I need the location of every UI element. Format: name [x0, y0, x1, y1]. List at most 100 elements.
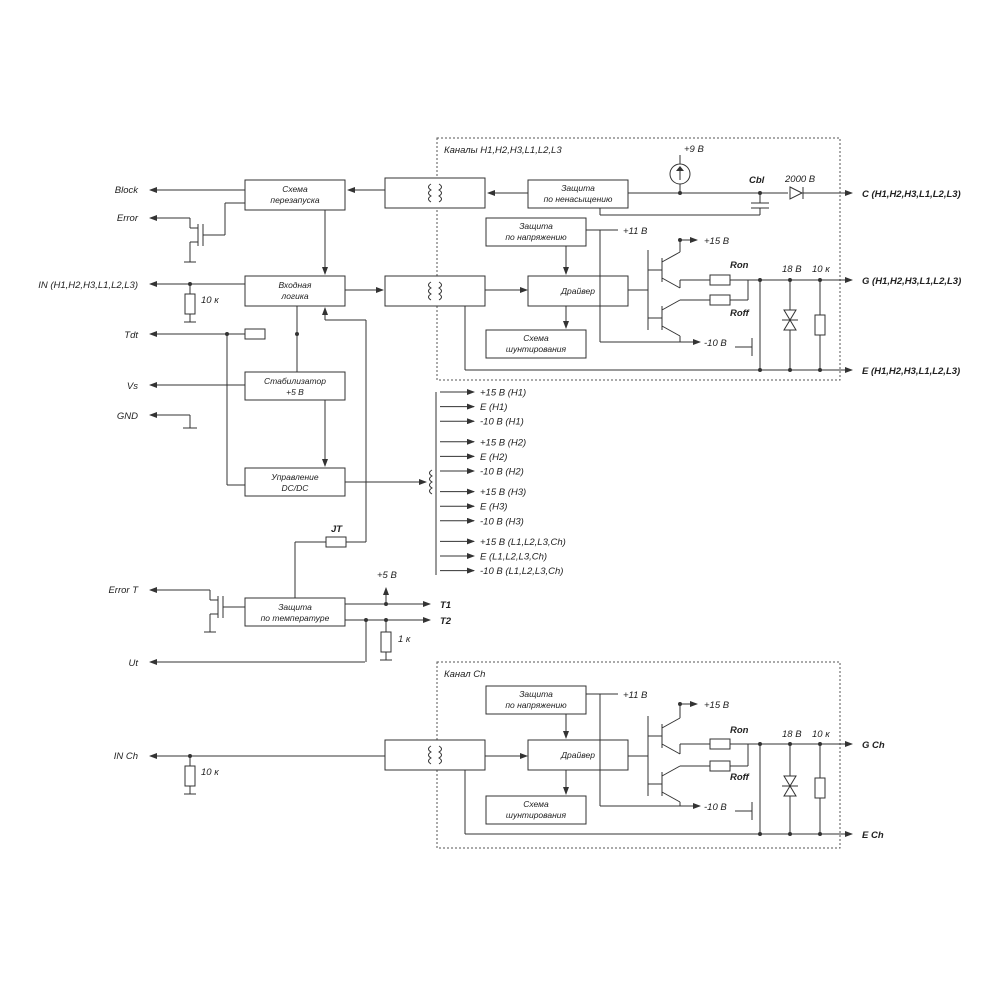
- plus15-label: +15 В: [704, 236, 730, 247]
- svg-text:Драйвер: Драйвер: [560, 286, 595, 296]
- jt-label: JT: [331, 524, 343, 535]
- svg-text:Входная: Входная: [279, 280, 312, 290]
- svg-text:Защита: Защита: [278, 602, 312, 612]
- svg-text:логика: логика: [280, 291, 308, 301]
- svg-text:по ненасыщению: по ненасыщению: [544, 194, 613, 204]
- resistor-10k-in-ch: 10 к: [184, 754, 219, 795]
- e-out-label: E (H1,H2,H3,L1,L2,L3): [862, 366, 960, 377]
- ron-ch-label: Ron: [730, 725, 749, 736]
- main-output-stage: +15 В -10 В Ron Roff G (H1,H2,H3,L1,L2,L…: [465, 230, 961, 377]
- supply-label: -10 В (H2): [480, 467, 524, 478]
- volt-protect-block: Защита по напряжению: [485, 217, 587, 247]
- pin-in: IN (H1,H2,H3,L1,L2,L3): [38, 280, 245, 291]
- resistor-tdt: [225, 306, 299, 486]
- svg-text:по температуре: по температуре: [261, 613, 330, 623]
- pin-in-ch: IN Ch: [114, 751, 385, 762]
- dcdc-block: Управление DC/DC: [244, 467, 346, 497]
- svg-text:шунтирования: шунтирования: [506, 344, 567, 354]
- resistor-10k-in-ch-label: 10 к: [201, 767, 219, 778]
- diode-2000v: 2000 В: [784, 174, 853, 200]
- restart-block: Схема перезапуска: [244, 179, 346, 211]
- error-transistor: [184, 202, 245, 263]
- ch-output-stage: +15 В -10 В Ron Roff G Ch 18 В: [465, 694, 885, 841]
- supply-outputs: +15 В (H1)E (H1)-10 В (H1)+15 В (H2)E (H…: [440, 388, 566, 577]
- svg-text:Драйвер: Драйвер: [560, 750, 595, 760]
- isolator-signal: [384, 275, 486, 307]
- supply-label: -10 В (H3): [480, 516, 524, 527]
- ron-label: Ron: [730, 260, 749, 271]
- svg-text:Схема: Схема: [523, 799, 549, 809]
- pin-gnd-label: GND: [117, 411, 138, 422]
- roff-ch-label: Roff: [730, 772, 750, 783]
- main-channels-region: [436, 137, 841, 381]
- resistor-1k-label: 1 к: [398, 634, 411, 645]
- resistor-10k-in: 10 к: [184, 282, 219, 323]
- plus9-source: +9 В: [669, 144, 704, 195]
- supply-label: +15 В (H2): [480, 437, 526, 448]
- pin-tdt: Tdt: [124, 330, 245, 341]
- driver-ch-block: Драйвер: [527, 739, 629, 771]
- temp-outputs: +5 В T1 T2 1 к: [345, 570, 452, 662]
- plus11-ch-label: +11 В: [623, 690, 648, 701]
- volt-protect-ch-block: Защита по напряжению: [485, 685, 587, 715]
- main-channels-label: Каналы H1,H2,H3,L1,L2,L3: [444, 145, 562, 156]
- zener-18v-ch-label: 18 В: [782, 729, 802, 740]
- pin-error-label: Error: [117, 213, 139, 224]
- dcdc-transformer: [345, 392, 437, 575]
- supply-label: -10 В (L1,L2,L3,Ch): [480, 566, 563, 577]
- svg-text:Стабилизатор: Стабилизатор: [264, 376, 326, 386]
- supply-label: E (H2): [480, 452, 507, 463]
- pin-tdt-label: Tdt: [124, 330, 138, 341]
- e-ch-label: E Ch: [862, 830, 884, 841]
- pin-vs: Vs: [127, 381, 245, 392]
- minus10-label: -10 В: [704, 338, 727, 349]
- plus11-label: +11 В: [623, 226, 648, 237]
- driver-block: Драйвер: [527, 275, 629, 307]
- pin-in-ch-label: IN Ch: [114, 751, 138, 762]
- svg-text:Защита: Защита: [561, 183, 595, 193]
- cbl-capacitor: Cbl: [599, 175, 769, 216]
- pin-error-t-label: Error T: [108, 585, 139, 596]
- pin-vs-label: Vs: [127, 381, 138, 392]
- roff-label: Roff: [730, 308, 750, 319]
- pin-block-label: Block: [115, 185, 139, 196]
- stabilizer-block: Стабилизатор +5 В: [244, 371, 346, 401]
- supply-label: +15 В (H3): [480, 487, 526, 498]
- plus9-label: +9 В: [684, 144, 704, 155]
- isolator-feedback: [384, 177, 486, 209]
- svg-text:Схема: Схема: [523, 333, 549, 343]
- error-t-transistor: [204, 590, 245, 633]
- svg-text:Управление: Управление: [270, 472, 319, 482]
- shunt-block: Схема шунтирования: [485, 329, 587, 359]
- pin-gnd: GND: [117, 411, 197, 429]
- diode-2000v-label: 2000 В: [784, 174, 816, 185]
- supply-label: E (L1,L2,L3,Ch): [480, 552, 547, 563]
- pin-error-t: Error T: [108, 585, 210, 596]
- cbl-label: Cbl: [749, 175, 765, 186]
- minus10-ch-label: -10 В: [704, 802, 727, 813]
- svg-text:шунтирования: шунтирования: [506, 810, 567, 820]
- g-ch-label: G Ch: [862, 740, 885, 751]
- zener-18v-label: 18 В: [782, 264, 802, 275]
- pin-in-label: IN (H1,H2,H3,L1,L2,L3): [38, 280, 138, 291]
- supply-label: E (H1): [480, 402, 507, 413]
- desat-protect-block: Защита по ненасыщению: [527, 179, 629, 209]
- c-out-label: C (H1,H2,H3,L1,L2,L3): [862, 189, 961, 200]
- r10k-label: 10 к: [812, 264, 830, 275]
- svg-text:DC/DC: DC/DC: [282, 483, 310, 493]
- supply-label: +15 В (L1,L2,L3,Ch): [480, 537, 566, 548]
- plus5-label: +5 В: [377, 570, 397, 581]
- jt-resistor: JT: [294, 307, 367, 598]
- supply-label: -10 В (H1): [480, 417, 524, 428]
- r10k-ch-label: 10 к: [812, 729, 830, 740]
- svg-text:перезапуска: перезапуска: [270, 195, 319, 205]
- pin-ut: Ut: [129, 658, 365, 669]
- svg-text:Защита: Защита: [519, 221, 553, 231]
- svg-text:Схема: Схема: [282, 184, 308, 194]
- resistor-10k-in-label: 10 к: [201, 295, 219, 306]
- supply-label: E (H3): [480, 502, 507, 513]
- isolator-ch: [384, 739, 486, 771]
- svg-text:по напряжению: по напряжению: [505, 232, 567, 242]
- pin-ut-label: Ut: [129, 658, 139, 669]
